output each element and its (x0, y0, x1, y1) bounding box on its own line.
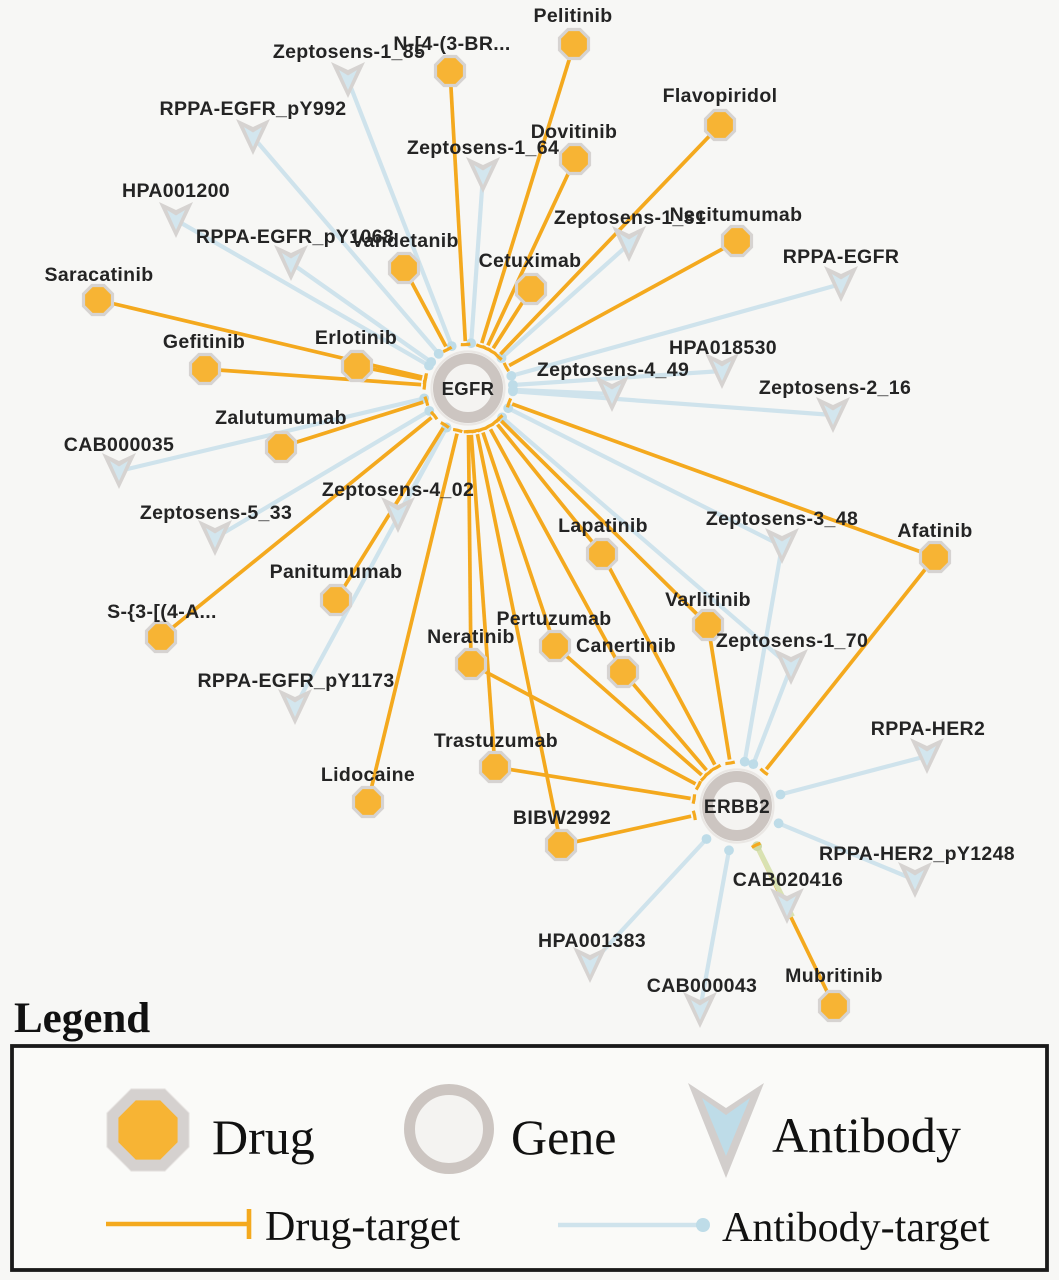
svg-text:RPPA-EGFR_pY1068: RPPA-EGFR_pY1068 (196, 226, 394, 248)
svg-text:RPPA-HER2_pY1248: RPPA-HER2_pY1248 (819, 843, 1015, 865)
svg-text:RPPA-EGFR_pY1173: RPPA-EGFR_pY1173 (197, 670, 394, 692)
svg-text:Lapatinib: Lapatinib (558, 515, 648, 537)
svg-text:ERBB2: ERBB2 (704, 797, 770, 818)
svg-text:Lidocaine: Lidocaine (321, 764, 415, 786)
svg-text:Gene: Gene (511, 1109, 617, 1165)
svg-text:Pertuzumab: Pertuzumab (496, 608, 611, 630)
svg-text:Zeptosens-3_48: Zeptosens-3_48 (706, 508, 858, 530)
svg-text:Zeptosens-4_02: Zeptosens-4_02 (322, 479, 474, 501)
svg-text:HPA018530: HPA018530 (669, 337, 777, 359)
svg-text:Zeptosens-1_85: Zeptosens-1_85 (273, 41, 425, 63)
svg-text:Antibody-target: Antibody-target (722, 1205, 990, 1251)
svg-text:Trastuzumab: Trastuzumab (434, 730, 558, 752)
svg-text:RPPA-EGFR: RPPA-EGFR (783, 246, 900, 268)
svg-text:RPPA-HER2: RPPA-HER2 (871, 718, 985, 740)
svg-text:CAB000043: CAB000043 (647, 975, 757, 997)
svg-text:Pelitinib: Pelitinib (534, 5, 613, 27)
svg-text:Legend: Legend (14, 995, 150, 1042)
svg-text:Zeptosens-5_33: Zeptosens-5_33 (140, 502, 292, 524)
svg-text:EGFR: EGFR (442, 378, 495, 399)
svg-text:Neratinib: Neratinib (427, 626, 515, 648)
svg-text:Zalutumumab: Zalutumumab (215, 407, 347, 429)
svg-text:Saracatinib: Saracatinib (45, 264, 154, 286)
svg-text:Drug: Drug (212, 1109, 315, 1165)
svg-text:HPA001383: HPA001383 (538, 930, 646, 952)
svg-text:Gefitinib: Gefitinib (163, 331, 245, 353)
svg-text:Antibody: Antibody (772, 1107, 961, 1163)
svg-text:Afatinib: Afatinib (897, 520, 972, 542)
svg-text:N-[4-(3-BR...: N-[4-(3-BR... (393, 33, 510, 55)
svg-text:Panitumumab: Panitumumab (270, 561, 403, 583)
svg-text:Zeptosens-4_49: Zeptosens-4_49 (537, 359, 689, 381)
svg-text:CAB000035: CAB000035 (64, 434, 174, 456)
svg-text:BIBW2992: BIBW2992 (513, 807, 611, 829)
svg-text:Canertinib: Canertinib (576, 635, 676, 657)
svg-text:Cetuximab: Cetuximab (479, 250, 582, 272)
svg-text:Flavopiridol: Flavopiridol (663, 85, 778, 107)
svg-text:Zeptosens-1_70: Zeptosens-1_70 (716, 630, 868, 652)
svg-text:Dovitinib: Dovitinib (531, 121, 618, 143)
svg-text:Varlitinib: Varlitinib (665, 589, 751, 611)
svg-text:Necitumumab: Necitumumab (670, 204, 803, 226)
svg-text:CAB020416: CAB020416 (733, 869, 843, 891)
svg-text:Zeptosens-2_16: Zeptosens-2_16 (759, 377, 911, 399)
svg-text:Drug-target: Drug-target (265, 1204, 460, 1250)
svg-text:Zeptosens-1_64: Zeptosens-1_64 (407, 137, 559, 159)
svg-text:Vandetanib: Vandetanib (351, 230, 459, 252)
svg-text:RPPA-EGFR_pY992: RPPA-EGFR_pY992 (160, 98, 347, 120)
svg-text:Zeptosens-1_31: Zeptosens-1_31 (554, 207, 706, 229)
svg-text:HPA001200: HPA001200 (122, 180, 230, 202)
svg-text:Mubritinib: Mubritinib (785, 965, 883, 987)
svg-text:Erlotinib: Erlotinib (315, 327, 397, 349)
svg-text:S-{3-[(4-A...: S-{3-[(4-A... (107, 601, 217, 623)
